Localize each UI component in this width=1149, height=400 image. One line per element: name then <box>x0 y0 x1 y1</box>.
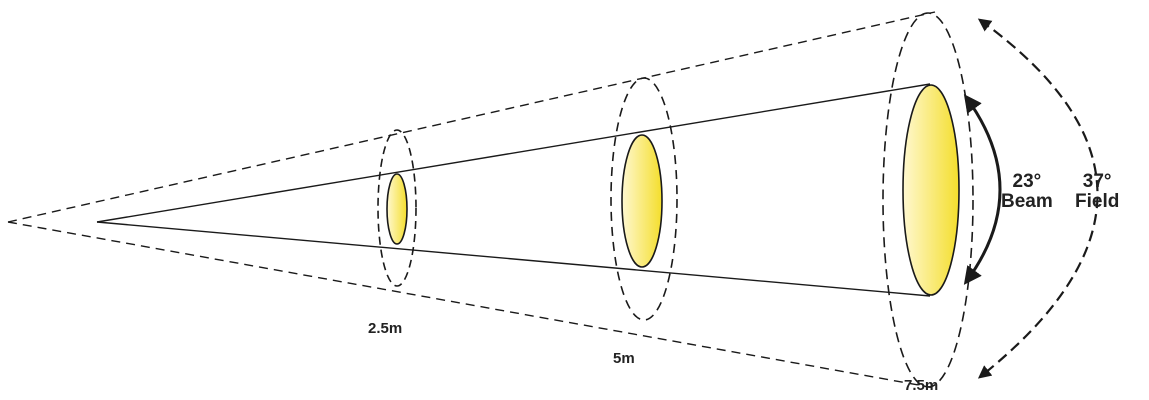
field-angle-label: 37° Field <box>1075 172 1119 212</box>
beam-angle-label: 23° Beam <box>1001 172 1053 212</box>
field-angle-value: 37° <box>1082 171 1112 192</box>
field-angle-arrow <box>977 18 1099 379</box>
beam-spot-2-5m <box>386 173 408 245</box>
field-angle-text: Field <box>1075 191 1120 212</box>
beam-cone-upper-edge <box>96 83 931 223</box>
distance-label-2-5m: 2.5m <box>368 320 403 337</box>
field-circle-2-5m <box>377 129 417 287</box>
beam-spot-5m <box>621 134 663 268</box>
distance-label-7-5m: 7.5m <box>904 377 939 394</box>
beam-spot-7-5m <box>902 84 960 296</box>
field-cone-lower-edge <box>7 221 936 389</box>
field-cone-upper-edge <box>7 11 936 223</box>
distance-label-5m: 5m <box>613 350 635 367</box>
beam-angle-value: 23° <box>1012 171 1042 192</box>
field-circle-5m <box>610 77 678 321</box>
beam-angle-text: Beam <box>1001 191 1053 212</box>
beam-cone-lower-edge <box>96 221 931 297</box>
